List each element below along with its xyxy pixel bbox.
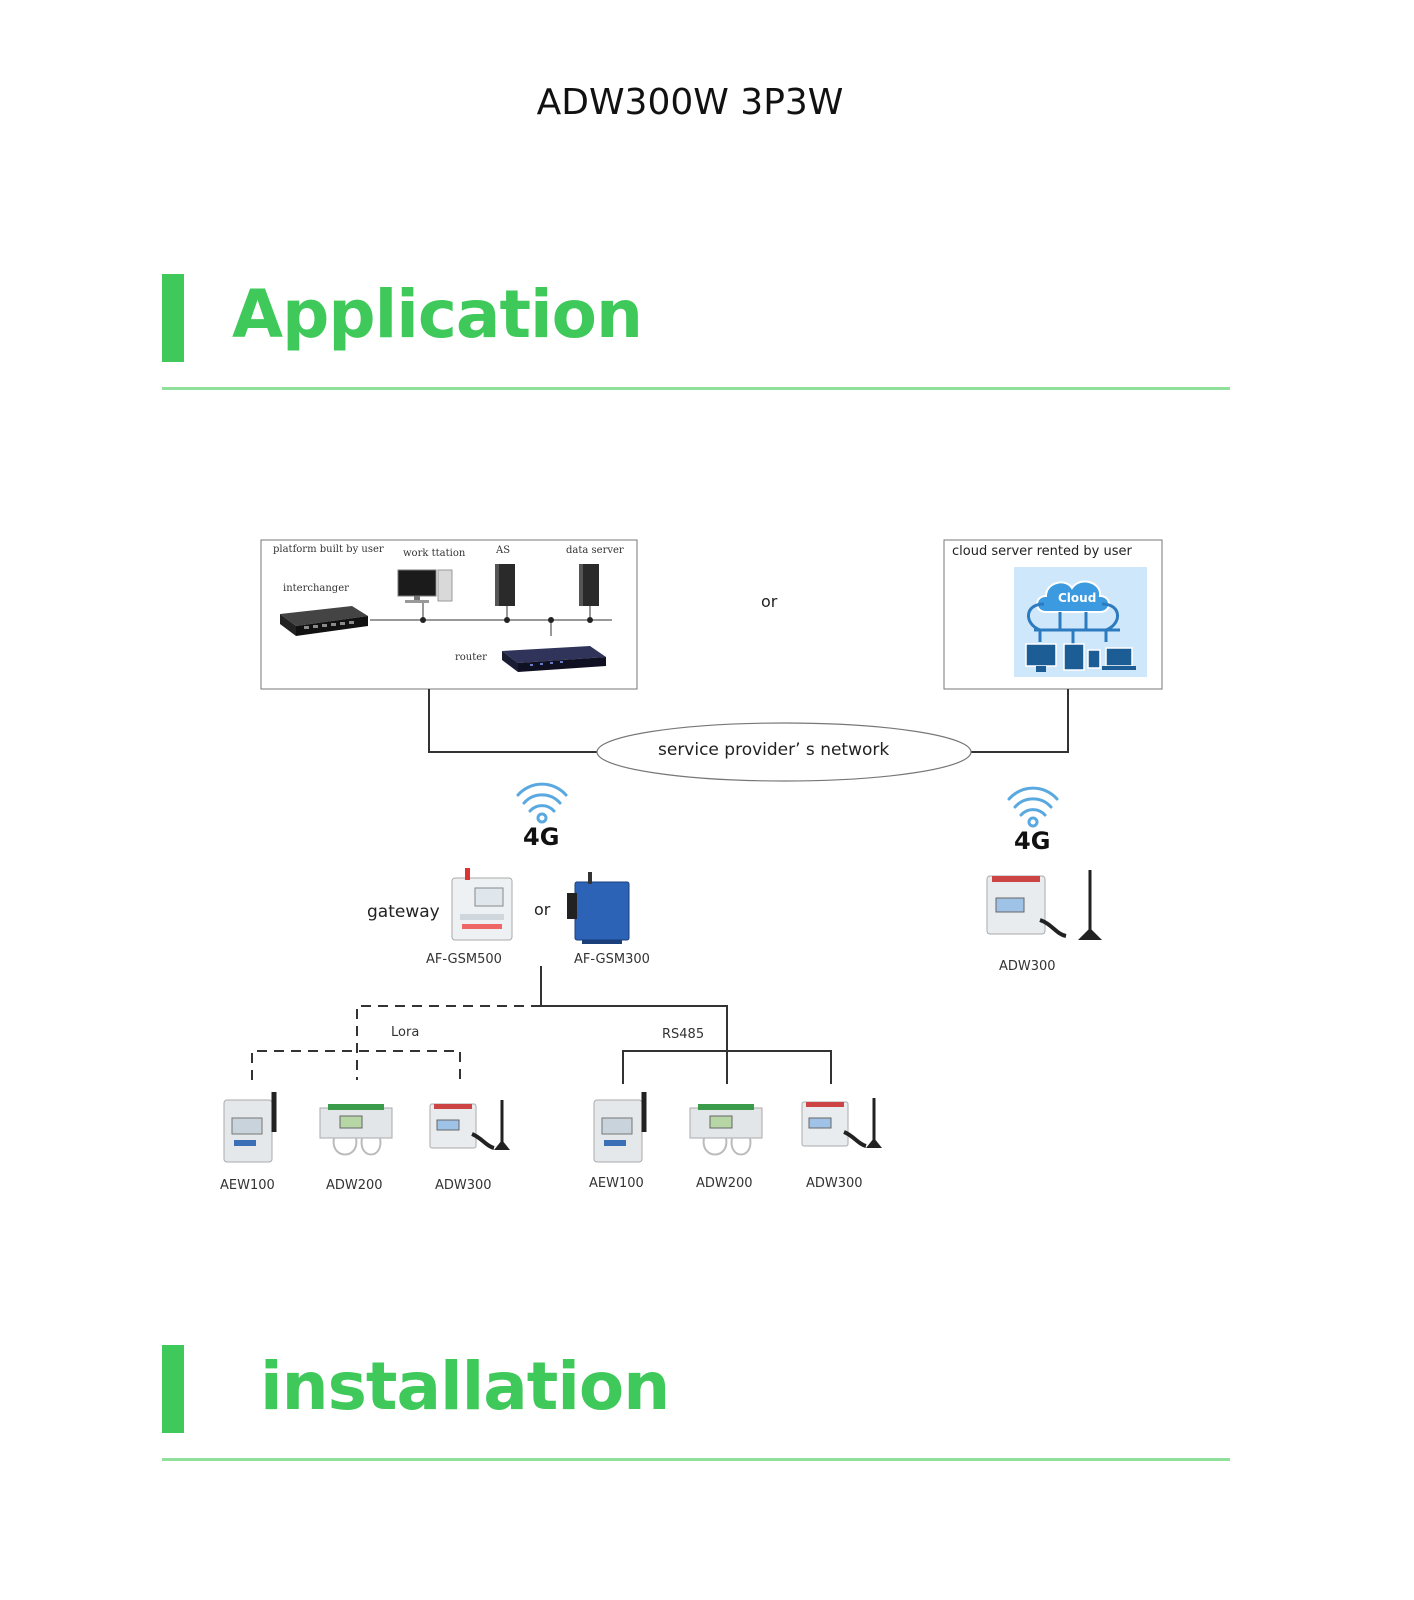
uplink-lines bbox=[428, 689, 1069, 753]
cloud-illustration bbox=[1014, 567, 1147, 677]
network-ellipse bbox=[596, 722, 972, 782]
section-divider bbox=[162, 1458, 1230, 1461]
as-server-icon bbox=[495, 564, 515, 606]
rs485-adw200-device bbox=[689, 1104, 763, 1156]
lora-aew100-device bbox=[223, 1092, 277, 1163]
section-marker bbox=[162, 274, 184, 362]
platform-heading: platform built by user bbox=[273, 544, 384, 555]
section-divider bbox=[162, 387, 1230, 390]
lora-adw200-device bbox=[319, 1104, 393, 1156]
rs485-device-label-adw300: ADW300 bbox=[806, 1176, 863, 1191]
wifi-icon-left bbox=[516, 782, 568, 824]
as-label: AS bbox=[496, 545, 511, 556]
or-label-gateway: or bbox=[534, 900, 551, 919]
network-label: service provider’ s network bbox=[658, 740, 890, 760]
adw300-standalone-device bbox=[986, 870, 1102, 940]
router-icon bbox=[502, 646, 606, 672]
af-gsm500-label: AF-GSM500 bbox=[426, 952, 502, 967]
rs485-label: RS485 bbox=[662, 1027, 705, 1042]
router-label: router bbox=[455, 652, 487, 663]
cloud-heading: cloud server rented by user bbox=[952, 544, 1132, 559]
lora-device-label-adw300: ADW300 bbox=[435, 1178, 492, 1193]
rs485-device-label-aew100: AEW100 bbox=[589, 1176, 644, 1191]
data-server-label: data server bbox=[566, 545, 624, 556]
rs485-aew100-device bbox=[593, 1092, 647, 1163]
gateway-label: gateway bbox=[367, 902, 440, 922]
lora-device-label-adw200: ADW200 bbox=[326, 1178, 383, 1193]
signal-4g-right: 4G bbox=[1014, 827, 1051, 855]
wifi-icon-right bbox=[1007, 786, 1059, 828]
cloud-label: Cloud bbox=[1058, 591, 1097, 605]
section-title-application: Application bbox=[232, 276, 643, 353]
signal-4g-left: 4G bbox=[523, 823, 560, 851]
af-gsm300-device bbox=[567, 872, 630, 944]
interchanger-icon bbox=[280, 606, 368, 636]
lora-device-label-aew100: AEW100 bbox=[220, 1178, 275, 1193]
lora-label: Lora bbox=[391, 1025, 420, 1040]
section-marker bbox=[162, 1345, 184, 1433]
section-title-installation: installation bbox=[260, 1348, 670, 1425]
adw300-standalone-label: ADW300 bbox=[999, 959, 1056, 974]
data-server-icon bbox=[579, 564, 599, 606]
workstation-label: work ttation bbox=[403, 548, 466, 559]
workstation-icon bbox=[397, 569, 453, 603]
af-gsm300-label: AF-GSM300 bbox=[574, 952, 650, 967]
page-title: ADW300W 3P3W bbox=[536, 82, 844, 123]
rs485-adw300-device bbox=[801, 1098, 882, 1148]
lora-lines bbox=[251, 1005, 541, 1080]
lora-adw300-device bbox=[429, 1100, 510, 1150]
af-gsm500-device bbox=[451, 868, 513, 941]
rs485-device-label-adw200: ADW200 bbox=[696, 1176, 753, 1191]
bus-lines bbox=[540, 966, 832, 1084]
interchanger-label: interchanger bbox=[283, 583, 349, 594]
or-label-top: or bbox=[761, 592, 778, 611]
